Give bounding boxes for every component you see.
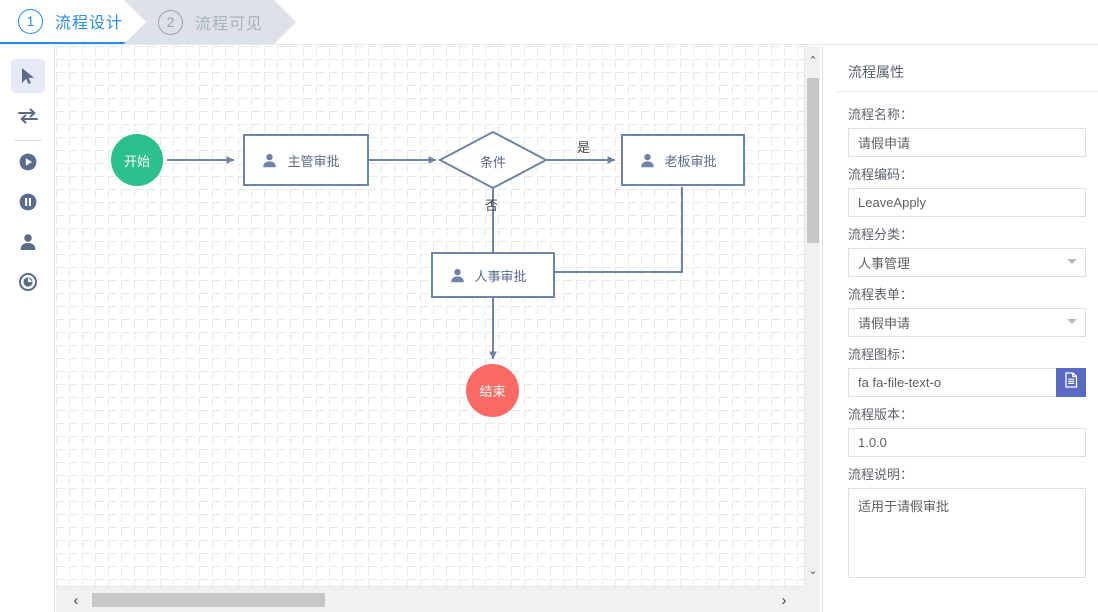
field-flow-version: 流程版本： bbox=[848, 404, 1086, 457]
field-flow-name-label: 流程名称： bbox=[848, 107, 914, 122]
end-circle-icon bbox=[18, 272, 38, 292]
node-boss-approval-label: 老板审批 bbox=[664, 153, 717, 169]
user-icon bbox=[449, 267, 466, 284]
cursor-icon bbox=[18, 66, 38, 86]
active-step-underline bbox=[0, 42, 132, 44]
tab-flow-design[interactable]: 1 流程设计 bbox=[0, 0, 150, 44]
field-flow-description: 流程说明： bbox=[848, 464, 1086, 583]
field-flow-form-label: 流程表单： bbox=[848, 287, 914, 302]
flow-connectors bbox=[167, 130, 683, 360]
chevron-down-icon[interactable] bbox=[1067, 259, 1077, 264]
connector-tool-button[interactable] bbox=[11, 99, 45, 133]
user-task-tool-button[interactable] bbox=[11, 225, 45, 259]
node-condition[interactable]: 条件 bbox=[440, 150, 546, 172]
flow-description-textarea[interactable] bbox=[848, 488, 1086, 578]
pause-node-tool-button[interactable] bbox=[11, 185, 45, 219]
end-node-tool-button[interactable] bbox=[11, 265, 45, 299]
icon-picker-button[interactable] bbox=[1056, 368, 1086, 397]
start-node-tool-button[interactable] bbox=[11, 145, 45, 179]
field-flow-code: 流程编码： bbox=[848, 164, 1086, 217]
field-flow-code-label: 流程编码： bbox=[848, 167, 914, 182]
chevron-down-icon[interactable] bbox=[1067, 319, 1077, 324]
node-hr-approval[interactable]: 人事审批 bbox=[431, 252, 555, 298]
transfer-arrows-icon bbox=[17, 106, 39, 126]
file-text-icon bbox=[1063, 372, 1079, 393]
scrollbar-corner bbox=[804, 586, 820, 612]
step-header: 1 流程设计 2 流程可见 bbox=[0, 0, 1098, 45]
flow-icon-input[interactable] bbox=[848, 368, 1086, 397]
properties-panel: 流程属性 流程名称： 流程编码： 流程分类： 流程表单： bbox=[822, 46, 1098, 612]
pause-circle-icon bbox=[18, 192, 38, 212]
flow-code-input[interactable] bbox=[848, 188, 1086, 217]
node-start[interactable]: 开始 bbox=[111, 134, 163, 186]
node-boss-approval[interactable]: 老板审批 bbox=[621, 134, 745, 186]
field-flow-category: 流程分类： bbox=[848, 224, 1086, 277]
node-manager-approval[interactable]: 主管审批 bbox=[243, 134, 369, 186]
step-1-number: 1 bbox=[18, 8, 43, 34]
horizontal-scroll-thumb[interactable] bbox=[92, 593, 325, 607]
flow-diagram: 开始 主管审批 条件 是 否 bbox=[56, 46, 804, 586]
field-flow-name: 流程名称： bbox=[848, 104, 1086, 157]
vertical-scroll-thumb[interactable] bbox=[807, 78, 819, 243]
step-1-label: 流程设计 bbox=[55, 15, 124, 32]
user-icon bbox=[18, 232, 38, 252]
scroll-right-icon[interactable]: › bbox=[781, 591, 787, 609]
edge-label-yes: 是 bbox=[577, 140, 591, 155]
step-2-number: 2 bbox=[158, 9, 183, 35]
field-flow-description-label: 流程说明： bbox=[848, 467, 914, 482]
play-circle-icon bbox=[18, 152, 38, 172]
scroll-up-icon[interactable]: ⌃ bbox=[808, 54, 818, 67]
user-icon bbox=[261, 152, 278, 169]
field-flow-icon: 流程图标： bbox=[848, 344, 1086, 397]
canvas-vertical-scrollbar[interactable]: ⌃ ⌄ bbox=[804, 46, 820, 586]
flow-name-input[interactable] bbox=[848, 128, 1086, 157]
flow-form-select[interactable] bbox=[848, 308, 1086, 337]
field-flow-form: 流程表单： bbox=[848, 284, 1086, 337]
tab-flow-visible[interactable]: 2 流程可见 bbox=[124, 0, 296, 44]
select-tool-button[interactable] bbox=[11, 59, 45, 93]
scroll-left-icon[interactable]: ‹ bbox=[73, 591, 79, 609]
field-flow-icon-label: 流程图标： bbox=[848, 347, 914, 362]
left-toolbar bbox=[0, 45, 55, 612]
flow-version-input[interactable] bbox=[848, 428, 1086, 457]
flow-category-select[interactable] bbox=[848, 248, 1086, 277]
node-end[interactable]: 结束 bbox=[466, 364, 519, 417]
toolbar-divider bbox=[14, 140, 42, 141]
flow-canvas[interactable]: 开始 主管审批 条件 是 否 bbox=[56, 46, 820, 612]
node-end-label: 结束 bbox=[479, 384, 506, 399]
step-2-label: 流程可见 bbox=[195, 16, 264, 33]
node-start-label: 开始 bbox=[123, 153, 150, 169]
node-manager-approval-label: 主管审批 bbox=[287, 153, 340, 169]
panel-title: 流程属性 bbox=[836, 52, 1098, 92]
field-flow-category-label: 流程分类： bbox=[848, 227, 914, 242]
canvas-horizontal-scrollbar[interactable]: ‹ › bbox=[56, 586, 804, 612]
node-hr-approval-label: 人事审批 bbox=[474, 268, 527, 284]
scroll-down-icon[interactable]: ⌄ bbox=[808, 564, 818, 577]
edge-label-no: 否 bbox=[485, 198, 499, 213]
node-condition-label: 条件 bbox=[479, 154, 506, 170]
user-icon bbox=[639, 152, 656, 169]
field-flow-version-label: 流程版本： bbox=[848, 407, 914, 422]
panel-form: 流程名称： 流程编码： 流程分类： 流程表单： bbox=[836, 94, 1098, 590]
